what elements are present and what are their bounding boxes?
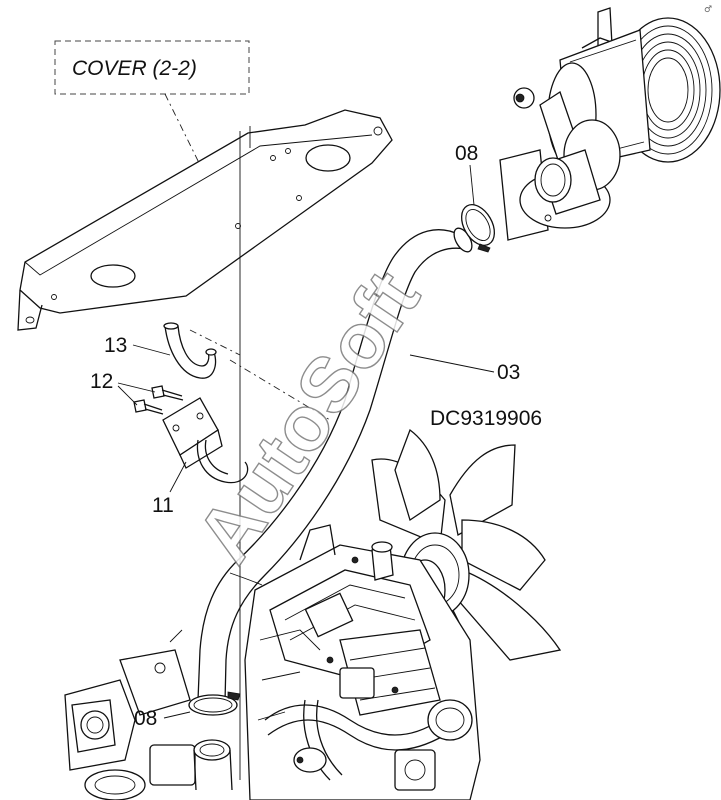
callout-12: 12 <box>90 370 113 393</box>
leader-08-top <box>469 164 475 206</box>
callout-08-bottom: 08 <box>134 707 157 730</box>
bolts-12 <box>133 385 184 415</box>
leader-12-lower <box>117 385 138 406</box>
leader-03 <box>409 354 495 373</box>
leader-13 <box>132 344 171 356</box>
hose-13 <box>163 322 241 379</box>
bracket-11 <box>162 359 331 484</box>
cover-label: COVER (2-2) <box>72 57 197 80</box>
corner-mark: ♂ <box>704 5 712 15</box>
turbo-inlet <box>193 739 231 761</box>
leader-08-bottom <box>163 711 191 719</box>
cover-reference: COVER (2-2) <box>54 40 250 176</box>
hose-clamp-bottom-08 <box>188 691 241 716</box>
cover-hole-left <box>90 264 136 288</box>
callouts: 08 03 13 12 11 08 DC9319906 <box>90 142 542 730</box>
hose-clamp-top-08 <box>460 204 496 253</box>
drawing-code: DC9319906 <box>430 407 542 430</box>
leader-12-upper <box>117 382 156 393</box>
callout-08-top: 08 <box>455 142 478 165</box>
bolt-lower <box>133 399 164 415</box>
cover-hole-large <box>305 144 351 172</box>
cover-plate <box>17 109 393 780</box>
callout-13: 13 <box>104 334 127 357</box>
cover-label-box <box>54 40 250 95</box>
bolt-upper <box>151 385 184 401</box>
leader-11 <box>169 461 187 493</box>
air-cleaner <box>499 7 721 241</box>
watermark-text: AutoSoft <box>179 255 436 577</box>
air-cleaner-outlet <box>534 157 572 203</box>
callout-11: 11 <box>152 494 174 517</box>
cover-leader-line <box>164 93 206 176</box>
engine-assembly <box>244 524 481 800</box>
turbocharger <box>64 629 233 800</box>
callout-03: 03 <box>497 361 520 384</box>
